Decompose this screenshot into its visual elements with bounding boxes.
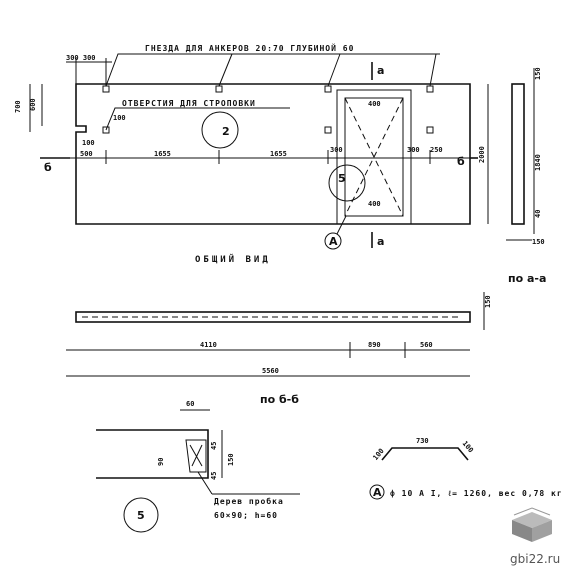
detail-circle-5 [328, 164, 366, 202]
dim-side-150a: 150 [534, 67, 542, 80]
node-5-label: 5 [137, 509, 145, 522]
dim-left-600: 600 [29, 98, 37, 111]
watermark-logo [512, 507, 552, 542]
anchor-socket [426, 85, 434, 93]
dim-left-700: 700 [14, 100, 22, 113]
section-b-right: б [457, 155, 465, 168]
dim-det-45b: 45 [210, 472, 218, 480]
section-bb-title: по б-б [260, 393, 299, 406]
dim-890: 890 [368, 341, 381, 349]
dim-hole-400a: 400 [368, 100, 381, 108]
anchor-sockets-label: ГНЕЗДА ДЛЯ АНКЕРОВ 20:70 ГЛУБИНОЙ 60 [145, 42, 354, 53]
dim-side-40: 40 [534, 210, 542, 218]
leader-line [105, 107, 290, 131]
rebar-marker: А [373, 486, 382, 499]
section-b-left: б [44, 161, 52, 174]
node-5-detail: 60 90 45 150 45 Дерев пробка 60×90; h=60… [96, 400, 300, 533]
general-view-title: ОБЩИЙ ВИД [195, 253, 271, 265]
dim-det-45a: 45 [210, 442, 218, 450]
rebar-detail: 730 100 100 А ф 10 А I, ℓ= 1260, вес 0,7… [369, 437, 563, 500]
leader-line [336, 215, 347, 235]
dim-100: 100 [113, 114, 126, 122]
dim-300a: 300 [330, 146, 343, 154]
rebar-spec: ф 10 А I, ℓ= 1260, вес 0,78 кг [390, 489, 563, 498]
detail-circle-2 [201, 111, 239, 149]
dim-1655b: 1655 [270, 150, 287, 158]
node-5-circle [123, 497, 159, 533]
dim-left-100: 100 [82, 139, 95, 147]
rebar-shape [381, 447, 469, 461]
wood-plug-label: Дерев пробка [214, 496, 284, 506]
wood-plug [185, 439, 207, 473]
section-bb-body [75, 311, 471, 323]
sling-holes-label: ОТВЕРСТИЯ ДЛЯ СТРОПОВКИ [122, 99, 256, 108]
circle-2-label: 2 [222, 125, 230, 138]
hatch [191, 444, 203, 467]
marker-a: А [329, 235, 338, 248]
section-aa-body [511, 83, 525, 225]
dim-side-150b: 150 [532, 238, 545, 246]
dim-rebar-100b: 100 [461, 440, 475, 455]
circle-5-label: 5 [338, 172, 346, 185]
section-a-bottom: а [377, 235, 384, 248]
anchor-socket [426, 126, 434, 134]
dim-hole-400b: 400 [368, 200, 381, 208]
leader-line [327, 53, 341, 87]
leader-line [105, 53, 440, 87]
dim-det-60: 60 [186, 400, 194, 408]
dim-2000: 2000 [478, 146, 486, 163]
rebar-marker-circle [369, 484, 385, 500]
watermark-text: gbi22.ru [510, 552, 560, 566]
dim-4110: 4110 [200, 341, 217, 349]
dim-560: 560 [420, 341, 433, 349]
dim-rebar-100a: 100 [372, 447, 386, 462]
dim-rebar-730: 730 [416, 437, 429, 445]
section-aa-title: по а-а [508, 272, 546, 285]
dim-300b: 300 [407, 146, 420, 154]
dim-left-500: 500 [80, 150, 93, 158]
marker-a-circle [324, 232, 342, 250]
leader-line [429, 53, 437, 87]
section-bb-long: 150 4110 890 560 5560 по б-б [66, 292, 492, 406]
anchor-socket [215, 85, 223, 93]
dim-250: 250 [430, 146, 443, 154]
dim-1655a: 1655 [154, 150, 171, 158]
anchor-socket [102, 126, 110, 134]
sling-hole-zone [336, 89, 412, 225]
section-aa: 150 1840 40 150 по а-а [506, 67, 546, 285]
hatch [189, 444, 203, 467]
anchor-socket [324, 126, 332, 134]
dim-side-1840: 1840 [534, 154, 542, 171]
leader-line [218, 53, 233, 87]
section-a-top: а [377, 64, 384, 77]
dim-sec-150: 150 [484, 295, 492, 308]
wood-plug-size: 60×90; h=60 [214, 511, 278, 520]
plan-view: ГНЕЗДА ДЛЯ АНКЕРОВ 20:70 ГЛУБИНОЙ 60 ОТВ… [14, 42, 489, 265]
dim-det-90: 90 [157, 458, 165, 466]
dim-top-300: 300 300 [66, 54, 96, 62]
anchor-socket [324, 85, 332, 93]
anchor-socket [102, 85, 110, 93]
dim-5560: 5560 [262, 367, 279, 375]
diagonal [344, 97, 404, 217]
leader-line [197, 471, 213, 495]
slab-outline [75, 83, 471, 225]
dim-det-150: 150 [227, 453, 235, 466]
detail-slab [96, 429, 209, 479]
